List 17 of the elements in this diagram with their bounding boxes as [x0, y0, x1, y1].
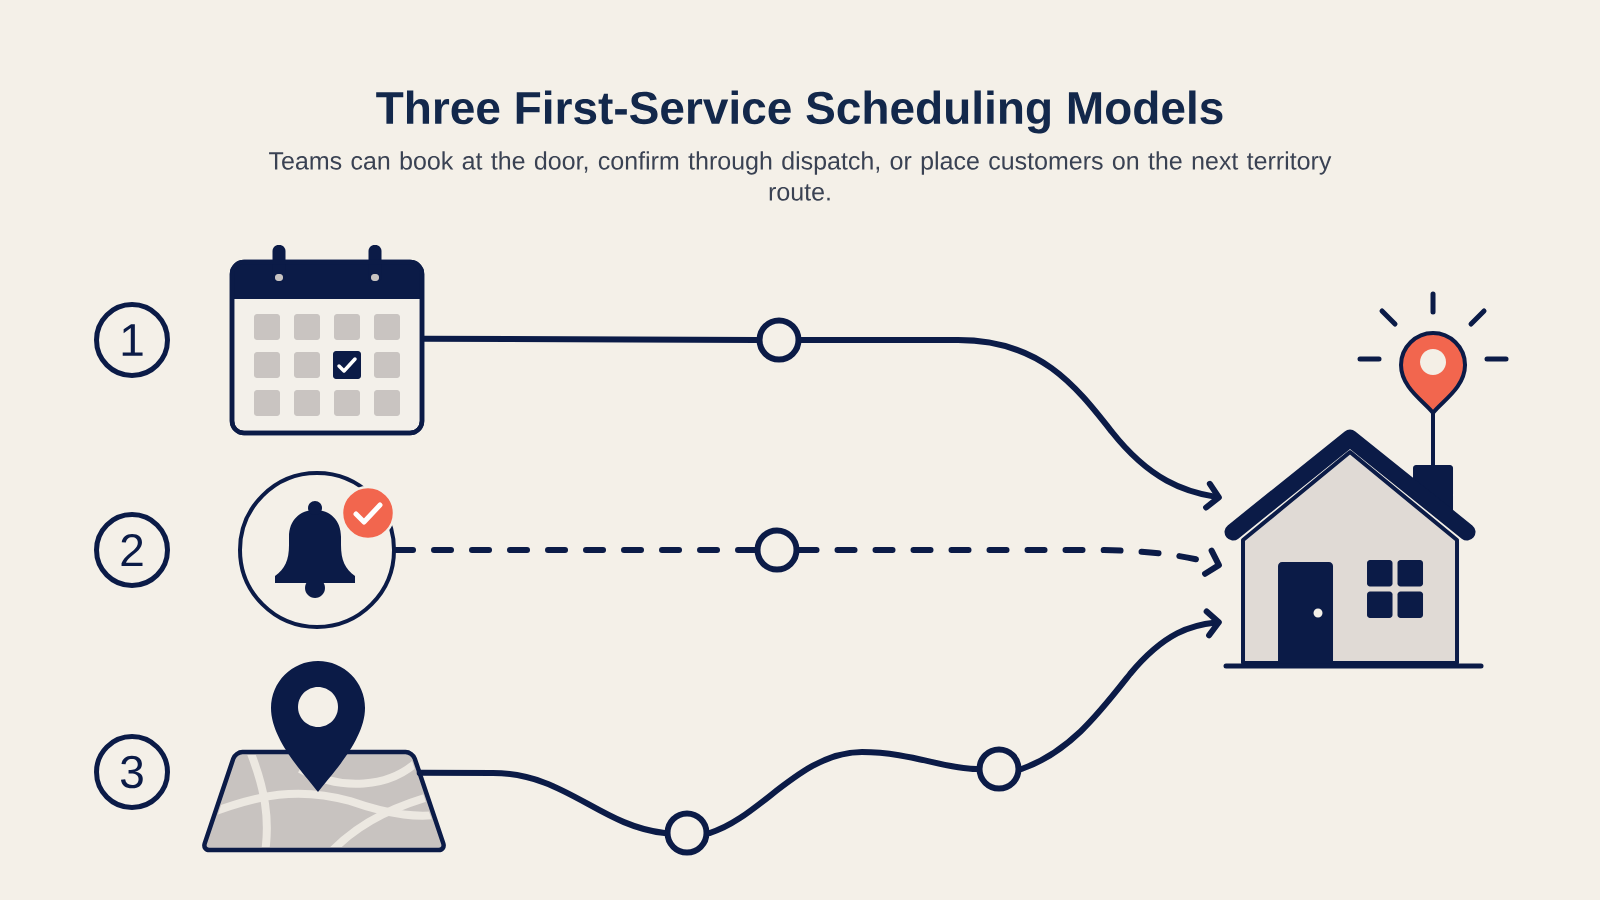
connector-line: [416, 769, 668, 836]
arrow: [798, 337, 1222, 511]
dashed-arrow: [796, 547, 1222, 577]
waypoint-circle: [756, 317, 802, 363]
house-drawing: [1223, 429, 1484, 669]
connector-line: [706, 749, 980, 836]
map-drawing: [202, 661, 446, 853]
waypoint-circle: [664, 810, 710, 856]
waypoint-circle: [976, 746, 1022, 792]
connector-line: [421, 335, 760, 343]
subtitle: Teams can book at the door, confirm through dispatch, or place customers on the next territory route.: [269, 151, 1332, 201]
calendar-drawing: [229, 245, 425, 436]
dashed-line: [393, 547, 758, 553]
title: Three First-Service Scheduling Models: [376, 90, 1223, 134]
bell-drawing: [238, 471, 396, 629]
arrow: [1018, 608, 1222, 772]
waypoint-circle: [754, 527, 800, 573]
